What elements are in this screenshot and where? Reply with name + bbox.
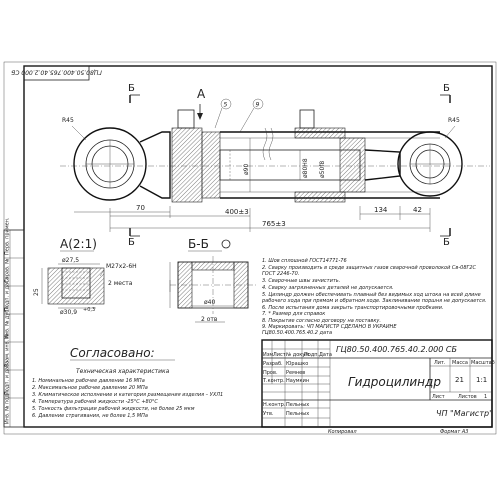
dim-d80h8: ø80Н8 xyxy=(302,158,309,178)
section-bb: Б-Б ø40 2 отв xyxy=(169,237,256,323)
dim-765: 765±3 xyxy=(262,220,286,228)
tech-line: 3. Климатическое исполнение и категория … xyxy=(32,392,223,398)
notes-block: 1. Шов сплошной ГОСТ14771-76 2. Сварку п… xyxy=(261,258,487,336)
tech-line: 2. Максимальное рабочее давление 20 МПа xyxy=(32,385,148,391)
dim-d309: ø30,9 xyxy=(60,309,77,316)
footer-kopiroval: Копировал xyxy=(328,429,357,435)
company-name: ЧП "Магистр" xyxy=(436,409,493,418)
section-mark-b: Б xyxy=(128,83,135,94)
dim-d309-tol: +0,3 xyxy=(83,307,95,313)
note-line: 8. Покрытие согласно договору на поставк… xyxy=(262,318,381,324)
dim-42: 42 xyxy=(413,206,422,214)
note-line: 3. Сварочные швы зачистить. xyxy=(262,278,340,284)
side-label: Подп. и дата xyxy=(5,277,11,311)
tb-role: Разраб. xyxy=(263,361,283,367)
note-line: 6. После испытания дома закрыть транспор… xyxy=(262,305,443,311)
dim-2holes: 2 отв xyxy=(201,316,218,323)
tech-line: 5. Тонкость фильтрации рабочей жидкости,… xyxy=(32,406,195,412)
tb-sheet: Лист xyxy=(432,394,445,400)
callout-5: 5 xyxy=(224,102,228,109)
tb-header: Лист xyxy=(273,352,286,358)
dim-25: 25 xyxy=(33,288,40,296)
tb-header: Подп. xyxy=(304,352,320,358)
callout-9: 9 xyxy=(256,102,260,109)
tb-name: Пельных xyxy=(286,411,309,417)
note-line: ГОСТ 2246-70. xyxy=(262,271,299,277)
dim-400: 400±3 xyxy=(225,208,249,216)
tb-role: Утв. xyxy=(263,411,274,417)
dim-2places: 2 места xyxy=(108,280,133,287)
side-label: Справ. № xyxy=(5,258,11,283)
note-line: ГЦ80.50.400.765.40.2 дата xyxy=(262,330,332,336)
cylinder-main-view: Б Б Б Б А R45 xyxy=(60,83,490,248)
tb-header: Дата xyxy=(319,352,332,358)
view-a-label: А(2:1) xyxy=(60,237,97,251)
tb-name: Юрашко xyxy=(286,361,308,367)
view-a-detail: А(2:1) ø27,5 M27х2-6Н 2 места 25 ø30,9 +… xyxy=(33,237,137,316)
drawing-designation: ГЦ80.50.400.765.40.2.000 СБ xyxy=(336,345,457,354)
tb-header: № докум. xyxy=(286,352,311,358)
side-strip: Перв. примен. Справ. № Подп. и дата Инв.… xyxy=(3,217,25,428)
dim-d40: ø40 xyxy=(204,299,215,306)
note-line: 9. Маркировать: ЧП МАГИСТР СДЕЛАНО В УКР… xyxy=(262,324,397,330)
left-end-cap xyxy=(171,127,203,203)
tb-sheets-value: 1 xyxy=(484,394,487,400)
note-line: 7. * Размер для справок xyxy=(262,311,325,317)
title-block: ГЦ80.50.400.765.40.2.000 СБ Изм. Лист № … xyxy=(261,339,495,428)
tb-scale-value: 1:1 xyxy=(476,376,487,384)
tech-line: 1. Номинальное рабочее давление 16 МПа xyxy=(32,378,145,384)
section-mark-b: Б xyxy=(128,237,135,248)
tb-header: Изм. xyxy=(263,352,275,358)
tb-role: Т.контр. xyxy=(262,378,285,384)
section-mark-b: Б xyxy=(443,237,450,248)
note-line: 2. Сварку производить в среде защитных г… xyxy=(262,265,477,271)
note-line: рабочего хода при прямом и обратном ходе… xyxy=(261,298,487,304)
side-label: Перв. примен. xyxy=(5,217,11,255)
dim-70: 70 xyxy=(136,204,145,212)
product-name: Гидроцилиндр xyxy=(348,375,441,389)
rotated-stamp-text: ГЦ80.50.400.765.40.2.000 СБ xyxy=(11,69,102,76)
dim-d50f8: ø50f8 xyxy=(319,161,326,178)
tech-title: Техническая характеристика xyxy=(76,368,170,375)
tb-scale: Масштаб xyxy=(471,360,495,366)
side-label: Подп. и дата xyxy=(5,361,11,395)
dim-134: 134 xyxy=(374,206,388,214)
dim-m27: M27х2-6Н xyxy=(106,263,137,270)
section-bb-label: Б-Б xyxy=(188,237,209,251)
tb-name: Пельных xyxy=(286,402,309,408)
dim-r45: R45 xyxy=(448,117,460,124)
note-line: 1. Шов сплошной ГОСТ14771-76 xyxy=(262,258,347,264)
tb-role: Пров. xyxy=(263,370,278,376)
approval-label: Согласовано: xyxy=(70,346,155,360)
tb-role: Н.контр. xyxy=(263,402,286,408)
tb-name: Ремнев xyxy=(286,370,305,376)
tb-name: Наумкин xyxy=(286,378,309,384)
side-label: Инв. № подл. xyxy=(5,389,11,424)
tech-line: 4. Температура рабочей жидкости -25°С +8… xyxy=(32,399,158,405)
dim-r45: R45 xyxy=(62,117,74,124)
note-line: 5. Цилиндр должен обеспечивать плавный б… xyxy=(262,292,481,298)
dim-d275: ø27,5 xyxy=(62,257,79,264)
dim-d90: ø90 xyxy=(243,164,250,175)
side-label: Взам. инв. № xyxy=(5,332,11,367)
tb-mass: Масса xyxy=(452,360,468,366)
side-label: Инв. № дубл. xyxy=(5,304,11,339)
tb-mass-value: 21 xyxy=(455,376,464,384)
tb-lit: Лит. xyxy=(434,360,446,366)
section-mark-b: Б xyxy=(443,83,450,94)
footer-format: Формат А3 xyxy=(440,429,468,435)
piston-rod xyxy=(219,149,361,181)
tech-characteristics: Техническая характеристика 1. Номинально… xyxy=(32,368,223,419)
tech-line: 6. Давление страгивания, не более 1,5 МП… xyxy=(32,413,148,419)
view-mark-a: А xyxy=(197,87,206,101)
note-line: 4. Сварку загрязненных деталей не допуск… xyxy=(262,285,394,291)
rotated-stamp-box xyxy=(23,65,90,81)
tb-sheets: Листов xyxy=(458,394,477,400)
